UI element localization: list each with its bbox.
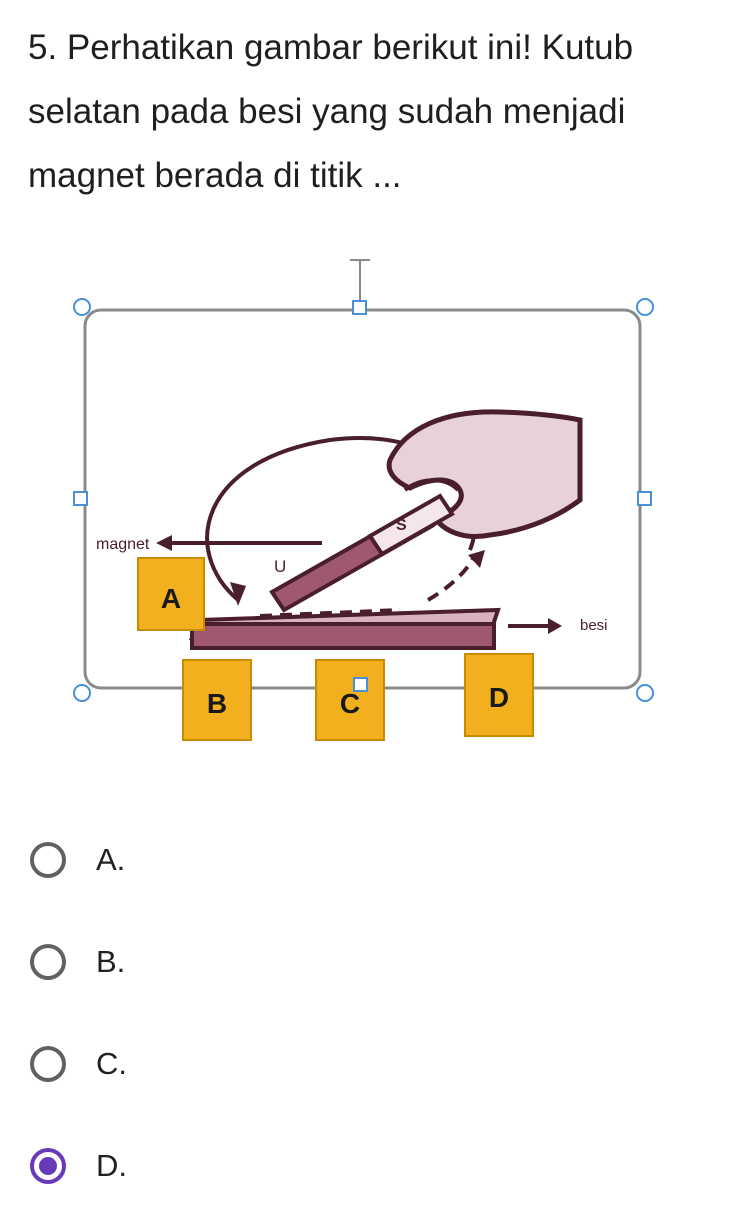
- question-text: 5. Perhatikan gambar berikut ini! Kutub …: [28, 28, 634, 195]
- iron-bar: [190, 622, 496, 650]
- point-box-b: [182, 659, 252, 741]
- resize-handle-top[interactable]: [352, 300, 367, 315]
- question-image[interactable]: S U magnet besi A B C D: [60, 250, 670, 750]
- option-b[interactable]: B.: [22, 922, 442, 1002]
- resize-handle-top-right[interactable]: [636, 298, 654, 316]
- radio-option-d[interactable]: [30, 1148, 66, 1184]
- point-label-a: A: [161, 583, 181, 614]
- resize-handle-bottom-left[interactable]: [73, 684, 91, 702]
- radio-option-c[interactable]: [30, 1046, 66, 1082]
- resize-handle-top-left[interactable]: [73, 298, 91, 316]
- magnet-s-label: S: [396, 517, 407, 534]
- point-box-a: [137, 557, 205, 631]
- point-label-d: D: [489, 682, 509, 713]
- option-b-label: B.: [96, 944, 126, 979]
- arc-arrow-right: [468, 550, 485, 568]
- point-label-b: B: [207, 688, 227, 719]
- resize-handle-left[interactable]: [73, 491, 88, 506]
- magnet-s-end: [367, 493, 455, 557]
- option-d-label: D.: [96, 1148, 127, 1183]
- point-box-c: [315, 659, 385, 741]
- label-magnet: magnet: [96, 536, 150, 553]
- radio-option-a[interactable]: [30, 842, 66, 878]
- option-a-label: A.: [96, 842, 126, 877]
- point-label-c: C: [340, 688, 360, 719]
- magnet-u-label: U: [274, 557, 286, 576]
- resize-handle-bottom-right[interactable]: [636, 684, 654, 702]
- option-c-label: C.: [96, 1046, 127, 1081]
- resize-handle-right[interactable]: [637, 491, 652, 506]
- field-line-dashed: [426, 554, 477, 602]
- label-besi: besi: [580, 617, 608, 634]
- radio-option-b[interactable]: [30, 944, 66, 980]
- option-a[interactable]: A.: [22, 820, 442, 900]
- point-box-d: [464, 653, 534, 737]
- option-c[interactable]: C.: [22, 1024, 442, 1104]
- option-d[interactable]: D.: [22, 1126, 442, 1206]
- arc-arrow-left: [230, 582, 246, 606]
